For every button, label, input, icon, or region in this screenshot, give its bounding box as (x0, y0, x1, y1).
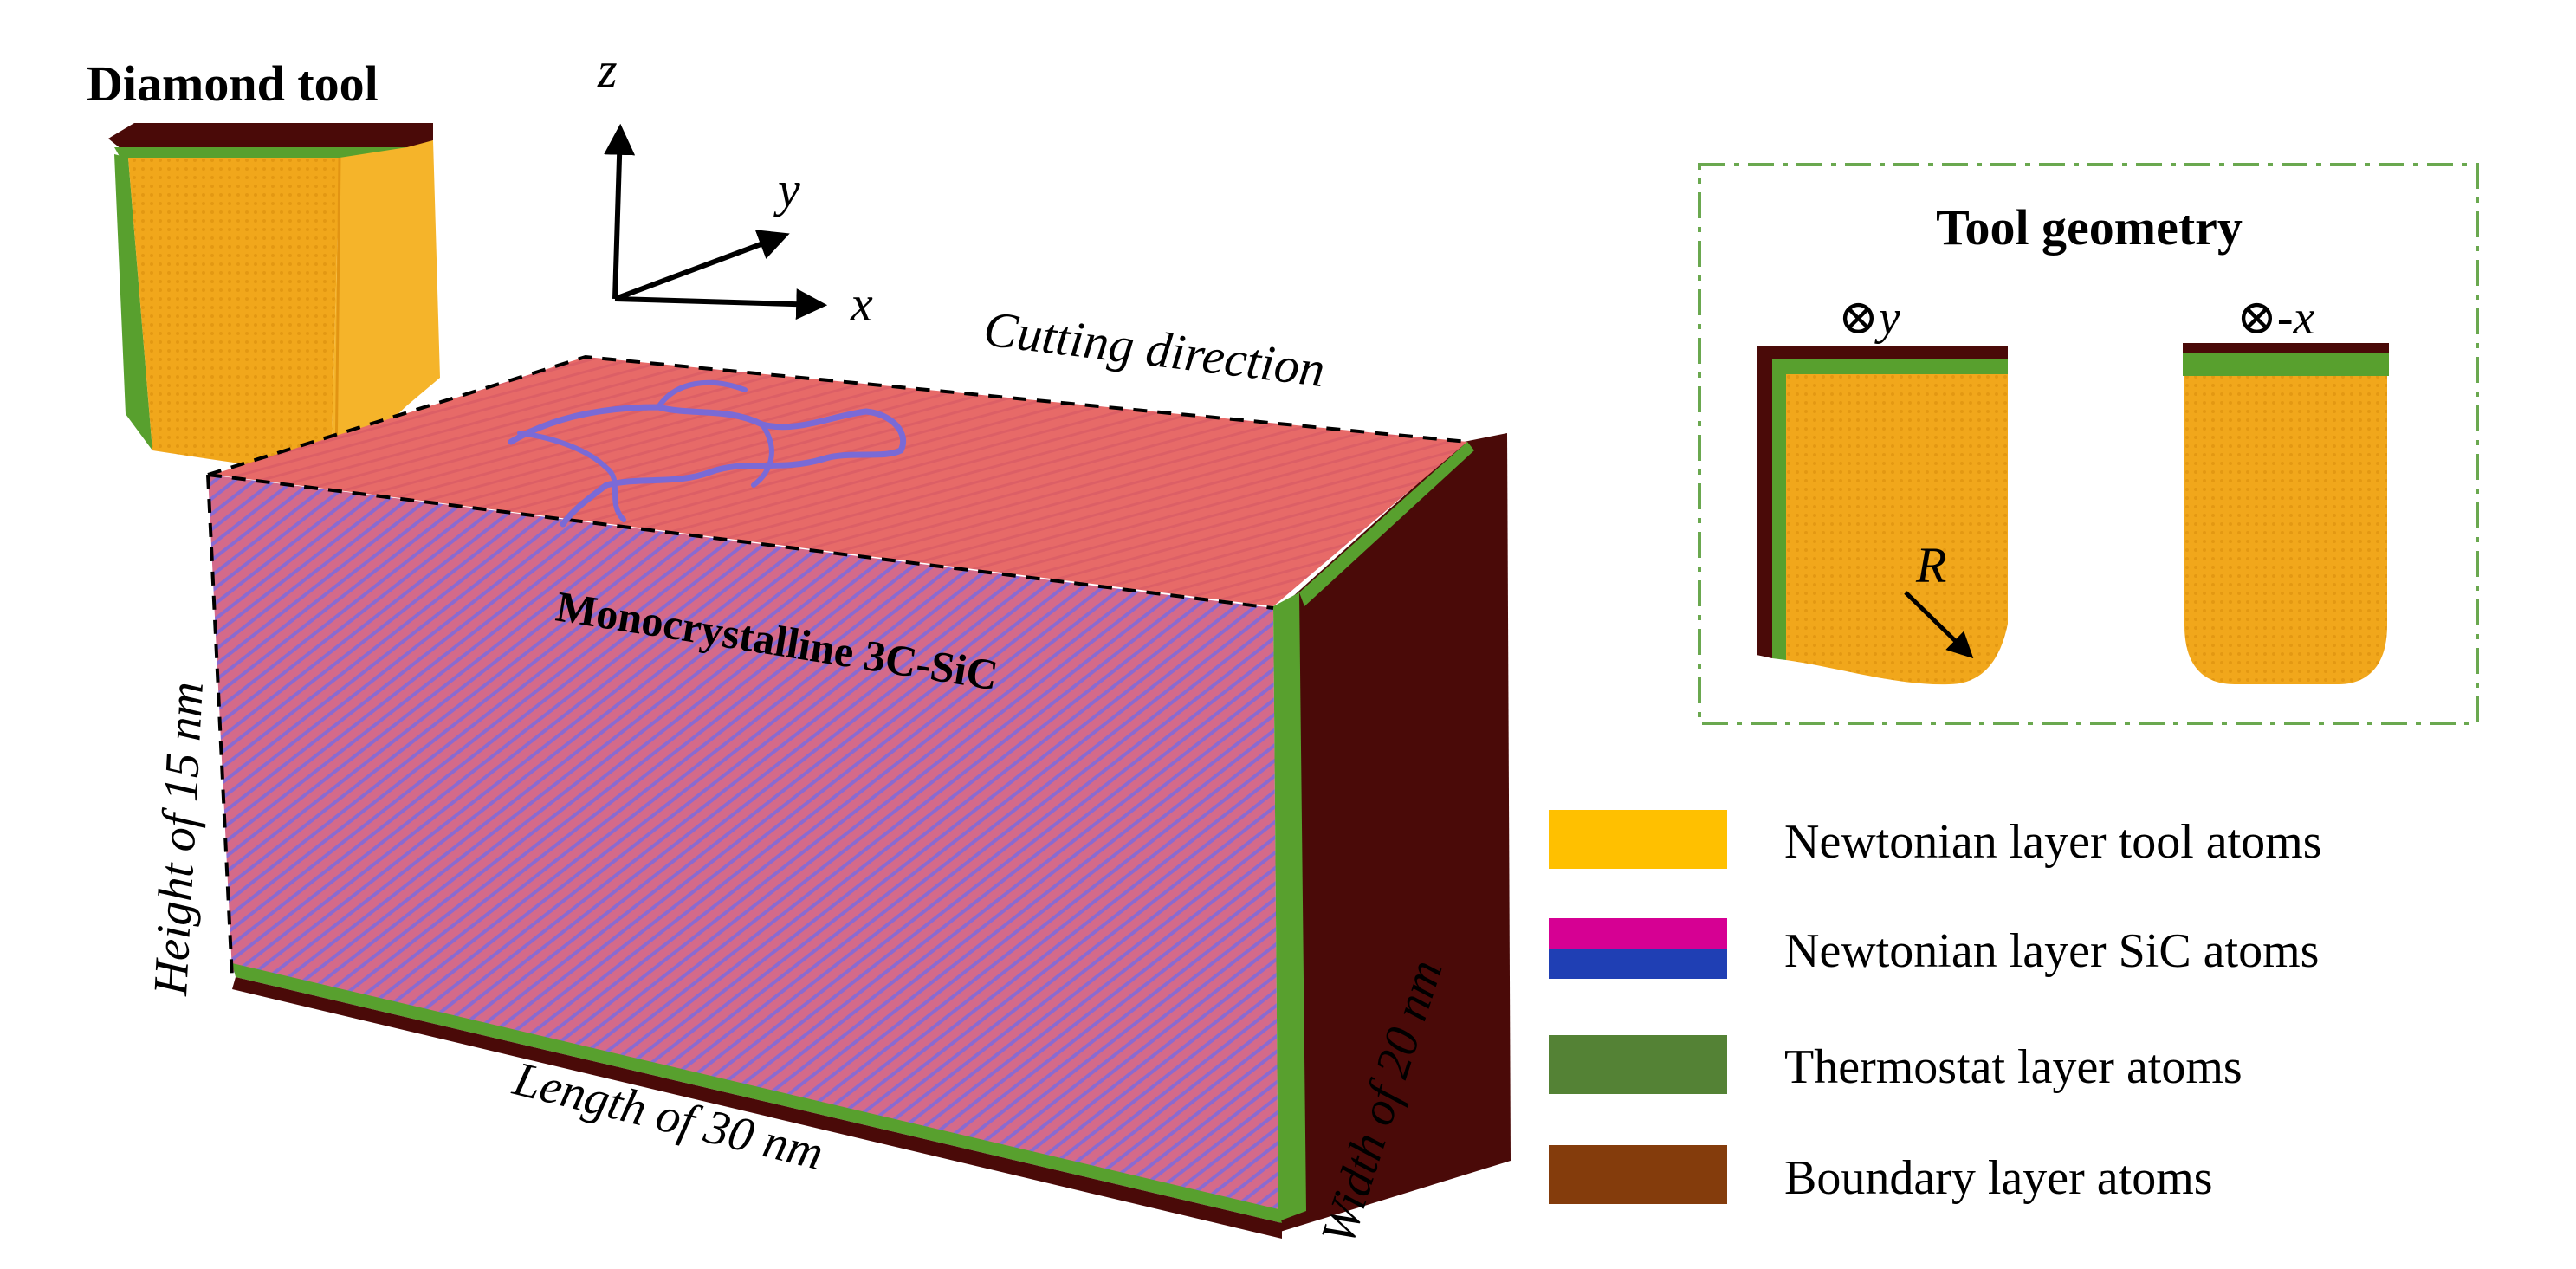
legend-label-thermostat: Thermostat layer atoms (1784, 1040, 2243, 1094)
x-axis-label: x (850, 275, 873, 332)
tool-view-y-body (1786, 374, 2008, 685)
workpiece-thermostat-top (1299, 442, 1474, 606)
legend-item-boundary: Boundary layer atoms (1549, 1145, 2213, 1205)
height-label: Height of 15 nm (144, 681, 214, 998)
diamond-tool-label: Diamond tool (87, 55, 379, 112)
legend-item-tool: Newtonian layer tool atoms (1549, 810, 2322, 869)
tool-view-y: R (1757, 346, 2008, 685)
legend-label-sic: Newtonian layer SiC atoms (1784, 924, 2319, 978)
workpiece-thermostat-right (1273, 592, 1306, 1221)
y-axis-label: y (773, 161, 800, 217)
sic-workpiece (206, 354, 1511, 1239)
z-axis-label: z (597, 42, 618, 98)
legend-swatch-sic-si (1549, 918, 1727, 949)
legend-swatch-tool (1549, 810, 1727, 869)
legend-swatch-boundary (1549, 1145, 1727, 1204)
tool-thermostat-left (114, 154, 152, 450)
tool-view-minus-x-body (2184, 376, 2387, 684)
inset-title: Tool geometry (1936, 199, 2243, 256)
workpiece-outline-front-top (207, 473, 1274, 610)
tool-view-minus-x (2183, 343, 2389, 684)
z-axis-arrow (604, 123, 636, 300)
inset-border (1698, 163, 2479, 725)
workpiece-thermostat-bottom (232, 963, 1282, 1223)
inset-view-right-label: ⊗-x (2236, 291, 2315, 345)
workpiece-boundary-bottom (232, 977, 1282, 1239)
coordinate-axes: z y x (597, 42, 873, 332)
legend-item-thermostat: Thermostat layer atoms (1549, 1035, 2243, 1094)
workpiece-front-face (208, 475, 1278, 1216)
legend: Newtonian layer tool atoms Newtonian lay… (1549, 810, 2322, 1205)
tool-thermostat-top (114, 147, 407, 159)
tool-geometry-inset: Tool geometry ⊗y ⊗-x R (1698, 163, 2479, 725)
radius-label: R (1915, 537, 1946, 593)
defect-trace-2 (517, 379, 774, 522)
legend-item-sic: Newtonian layer SiC atoms (1549, 918, 2319, 979)
workpiece-top-face (212, 357, 1467, 606)
legend-swatch-thermostat (1549, 1035, 1727, 1094)
legend-label-tool: Newtonian layer tool atoms (1784, 815, 2322, 869)
radius-arrow (1904, 591, 1974, 659)
tool-newtonian-side (331, 140, 440, 476)
workpiece-outline-top (207, 354, 1468, 476)
tool-boundary-top (108, 123, 433, 152)
legend-swatch-sic-c (1549, 949, 1727, 979)
tool-newtonian-front (128, 158, 340, 476)
workpiece-outline-left (206, 474, 234, 980)
inset-view-left-label: ⊗y (1838, 291, 1900, 345)
x-axis-arrow (614, 288, 828, 320)
y-axis-arrow (613, 230, 790, 301)
cutting-direction-label: Cutting direction (981, 300, 1328, 398)
defect-trace-1 (508, 404, 907, 528)
diamond-tool (108, 123, 440, 476)
legend-label-boundary: Boundary layer atoms (1784, 1151, 2213, 1205)
workpiece-boundary-side (1280, 433, 1511, 1232)
